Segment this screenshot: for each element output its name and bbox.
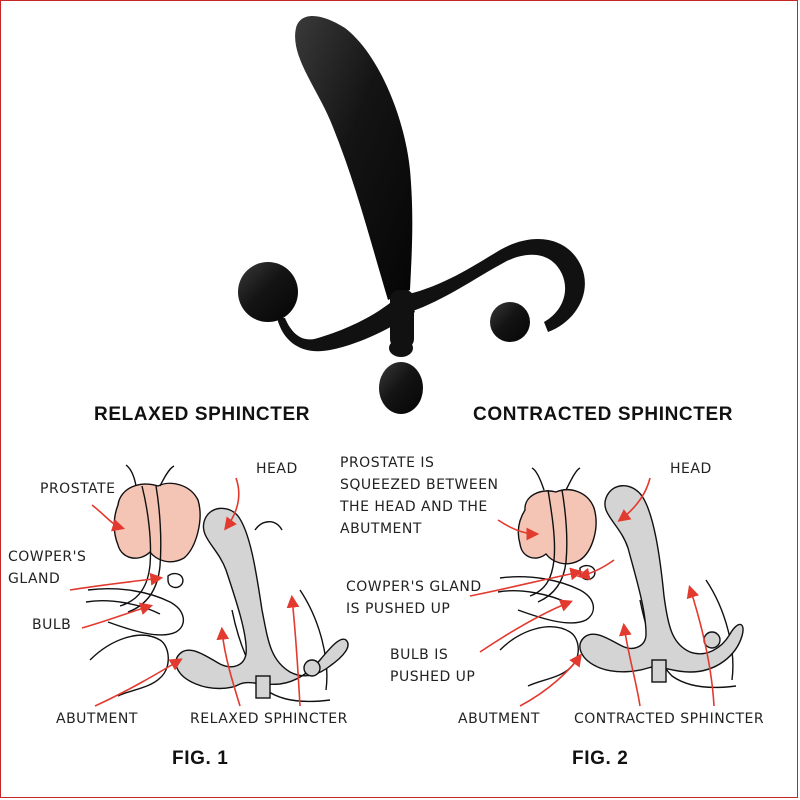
device-stem: [390, 290, 414, 348]
device-stem-bead: [389, 339, 413, 357]
fig2-prostate: [517, 489, 597, 565]
device-left-ball: [238, 262, 298, 322]
device-right-ball: [490, 302, 530, 342]
fig1-prostate: [113, 482, 201, 563]
heading-relaxed: RELAXED SPHINCTER: [94, 404, 311, 425]
fig1-cowpers-gland: [167, 572, 184, 589]
fig1-label-relaxed-sphincter: RELAXED SPHINCTER: [190, 711, 348, 727]
fig2-label-prostate-squeezed: PROSTATE IS SQUEEZED BETWEEN THE HEAD AN…: [340, 455, 499, 537]
fig1-diagram: [85, 464, 349, 703]
device-right-arm: [400, 238, 585, 332]
fig2-device-base: [651, 659, 667, 683]
fig2-arrows: [469, 477, 715, 707]
heading-contracted: CONTRACTED SPHINCTER: [473, 404, 734, 425]
fig2-label-cowpers-pushed: COWPER'S GLAND IS PUSHED UP: [346, 579, 482, 617]
fig1-device-base: [255, 675, 271, 699]
fig2-label-abutment: ABUTMENT: [458, 711, 540, 727]
fig2-device-cutaway: [579, 485, 744, 673]
fig1-device-cutaway: [175, 507, 349, 690]
device-head: [295, 16, 413, 300]
fig2-label-head: HEAD: [670, 461, 712, 477]
fig2-label-contracted-sphincter: CONTRACTED SPHINCTER: [574, 711, 765, 727]
fig2-diagram: [497, 467, 744, 689]
fig1-label-cowpers-gland: COWPER'S GLAND: [8, 549, 87, 587]
fig1-label-prostate: PROSTATE: [40, 481, 116, 497]
fig2-label-bulb-pushed: BULB IS PUSHED UP: [390, 647, 476, 685]
fig2-caption: FIG. 2: [572, 748, 629, 769]
fig1-label-abutment: ABUTMENT: [56, 711, 138, 727]
fig1-arrows: [69, 477, 301, 707]
device-base-bulb: [379, 362, 423, 414]
fig1-label-head: HEAD: [256, 461, 298, 477]
fig1-caption: FIG. 1: [172, 748, 229, 769]
fig1-label-bulb: BULB: [32, 617, 72, 633]
